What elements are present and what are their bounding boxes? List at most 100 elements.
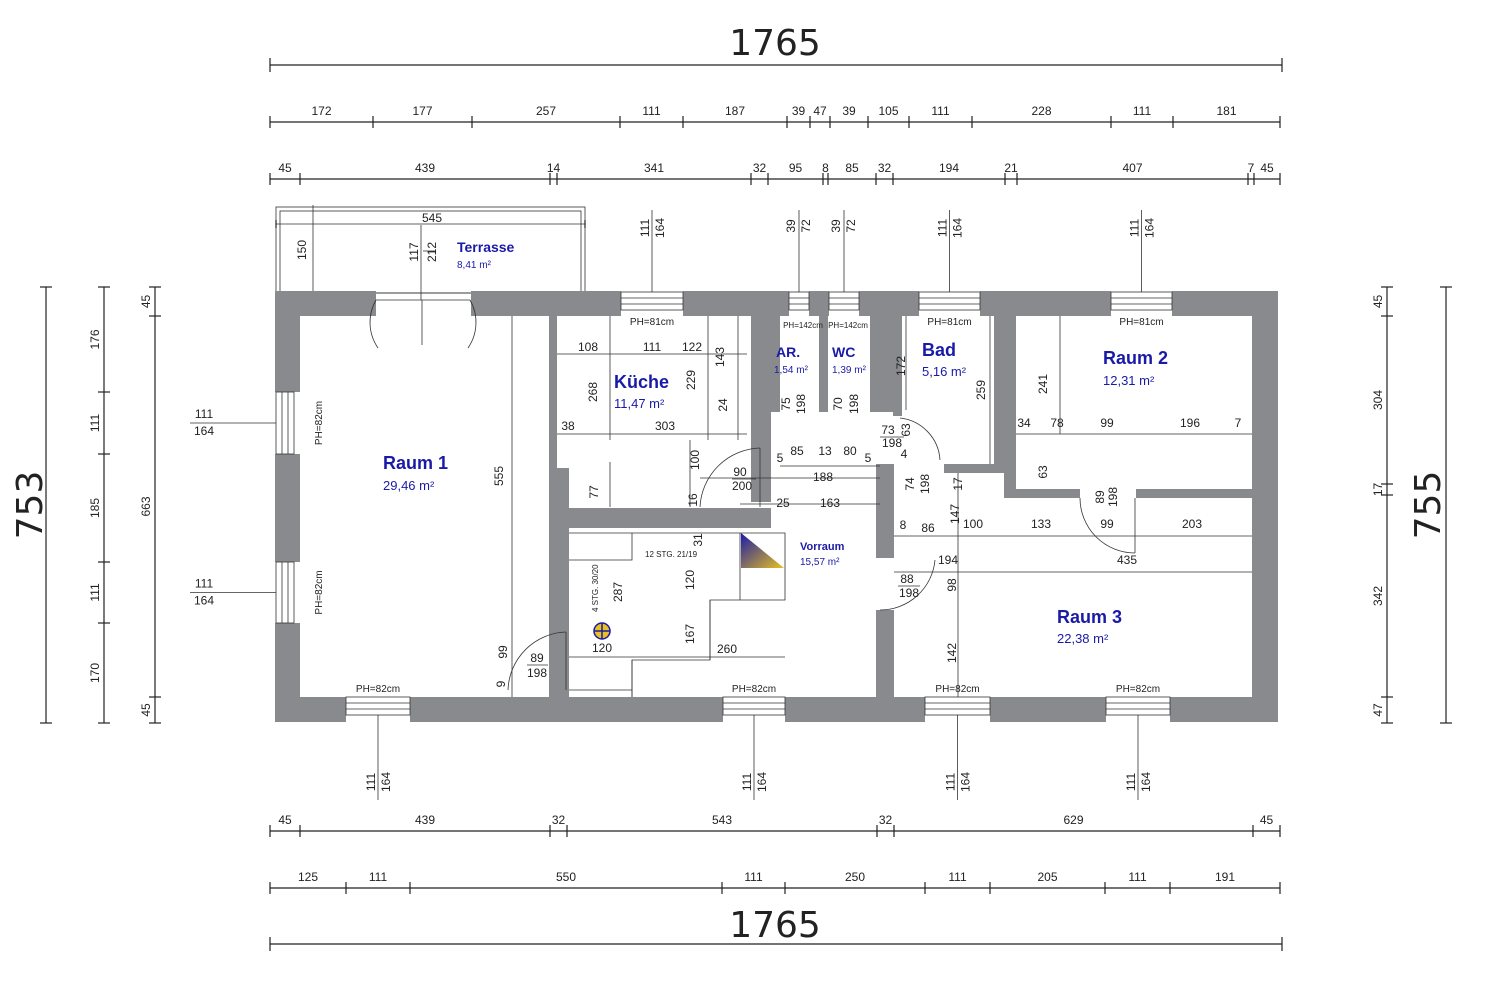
- dimension-label: 39: [842, 104, 856, 118]
- dimension-label: 45: [1371, 295, 1385, 309]
- window-size-top: 111: [740, 773, 754, 792]
- room-area-raum2: 12,31 m²: [1103, 373, 1155, 388]
- interior-dimension-label: 241: [1036, 374, 1050, 394]
- dimension-label: 111: [931, 104, 950, 118]
- dimension-label: 45: [1260, 161, 1274, 175]
- interior-dimension-label: 75: [779, 397, 793, 411]
- dimension-label: 663: [139, 496, 153, 516]
- dimension-label: 111: [744, 870, 763, 884]
- interior-dimension-label: 287: [611, 582, 625, 602]
- window-size-top: 111: [195, 407, 214, 421]
- dimension-label: 407: [1122, 161, 1142, 175]
- window-size-bottom: 164: [194, 424, 214, 438]
- exterior-walls: [275, 291, 1278, 722]
- dimension-label: 32: [879, 813, 893, 827]
- interior-dimension-label: 98: [945, 578, 959, 592]
- dimension-label: 187: [725, 104, 745, 118]
- window-height-label: PH=81cm: [630, 317, 674, 328]
- dimension-label: 205: [1037, 870, 1057, 884]
- window-size-top: 111: [364, 773, 378, 792]
- doors: [369, 299, 1136, 691]
- room-area-bad: 5,16 m²: [922, 364, 967, 379]
- terrace-width: 545: [422, 211, 442, 225]
- dimension-label: 32: [753, 161, 767, 175]
- dimension-label: 47: [813, 104, 827, 118]
- interior-dimension-label: 163: [820, 496, 840, 510]
- interior-dimension-label: 120: [592, 641, 612, 655]
- window-height-label: PH=142cm: [783, 321, 823, 330]
- interior-dimension-label: 73: [881, 423, 895, 437]
- interior-dimension-label: 122: [682, 340, 702, 354]
- dimension-label: 170: [88, 663, 102, 683]
- interior-dimension-label: 194: [938, 553, 958, 567]
- interior-dimension-label: 5: [777, 451, 784, 465]
- interior-dimension-label: 78: [1050, 416, 1064, 430]
- window-size-bottom: 164: [755, 772, 769, 792]
- interior-dimension-label: 268: [586, 382, 600, 402]
- interior-dimension-lines: [511, 316, 1252, 697]
- room-name-terrasse: Terrasse: [457, 239, 515, 255]
- dimension-label: 176: [88, 329, 102, 349]
- overall-right-dimension: 755: [1408, 286, 1452, 724]
- dimension-label: 550: [556, 870, 576, 884]
- interior-dimension-label: 147: [948, 504, 962, 524]
- window-size-top: 111: [195, 577, 214, 591]
- interior-dimension-label: 188: [813, 470, 833, 484]
- interior-dimension-label: 435: [1117, 553, 1137, 567]
- window-size-bottom: 164: [379, 772, 393, 792]
- dimension-label: 45: [139, 703, 153, 717]
- interior-dimension-label: 8: [900, 518, 907, 532]
- svg-text:117: 117: [407, 242, 421, 261]
- window-size-top: 39: [784, 219, 798, 233]
- dimension-label: 257: [536, 104, 556, 118]
- room-area-kueche: 11,47 m²: [614, 396, 665, 411]
- window-size-top: 111: [1124, 773, 1138, 792]
- window-size-top: 111: [944, 773, 958, 792]
- dimension-label: 439: [415, 813, 435, 827]
- room-name-raum2: Raum 2: [1103, 348, 1168, 368]
- dimension-label: 17: [1371, 483, 1385, 497]
- dimension-label: 111: [642, 104, 661, 118]
- window-height-label: PH=82cm: [356, 684, 400, 695]
- interior-dimension-label: 63: [899, 423, 913, 437]
- overall-height-right: 755: [1408, 471, 1449, 540]
- interior-dimension-label: 143: [713, 347, 727, 367]
- interior-dimension-label: 200: [732, 479, 752, 493]
- room-name-ar: AR.: [776, 344, 800, 360]
- window-size-top: 39: [829, 219, 843, 233]
- interior-dimension-label: 70: [831, 397, 845, 411]
- dimension-label: 177: [412, 104, 432, 118]
- interior-dimension-label: 38: [561, 419, 575, 433]
- window-size-top: 111: [1128, 219, 1142, 238]
- window-height-label: PH=82cm: [314, 570, 325, 614]
- room-name-bad: Bad: [922, 340, 956, 360]
- dimension-label: 111: [369, 870, 388, 884]
- dimension-label: 45: [1260, 813, 1274, 827]
- window-height-label: PH=81cm: [927, 317, 971, 328]
- interior-dimension-label: 198: [847, 394, 861, 414]
- interior-dimension-label: 7: [1235, 416, 1242, 430]
- interior-dimension-label: 31: [691, 533, 705, 547]
- overall-height-left: 753: [10, 471, 51, 540]
- dimension-label: 45: [278, 813, 292, 827]
- window-height-label: PH=82cm: [1116, 684, 1160, 695]
- dimension-label: 111: [88, 414, 102, 433]
- window-size-bottom: 72: [799, 219, 813, 233]
- dimension-label: 95: [789, 161, 803, 175]
- room-area-raum1: 29,46 m²: [383, 478, 435, 493]
- interior-dimension-label: 142: [945, 643, 959, 663]
- interior-dimension-label: 13: [818, 444, 832, 458]
